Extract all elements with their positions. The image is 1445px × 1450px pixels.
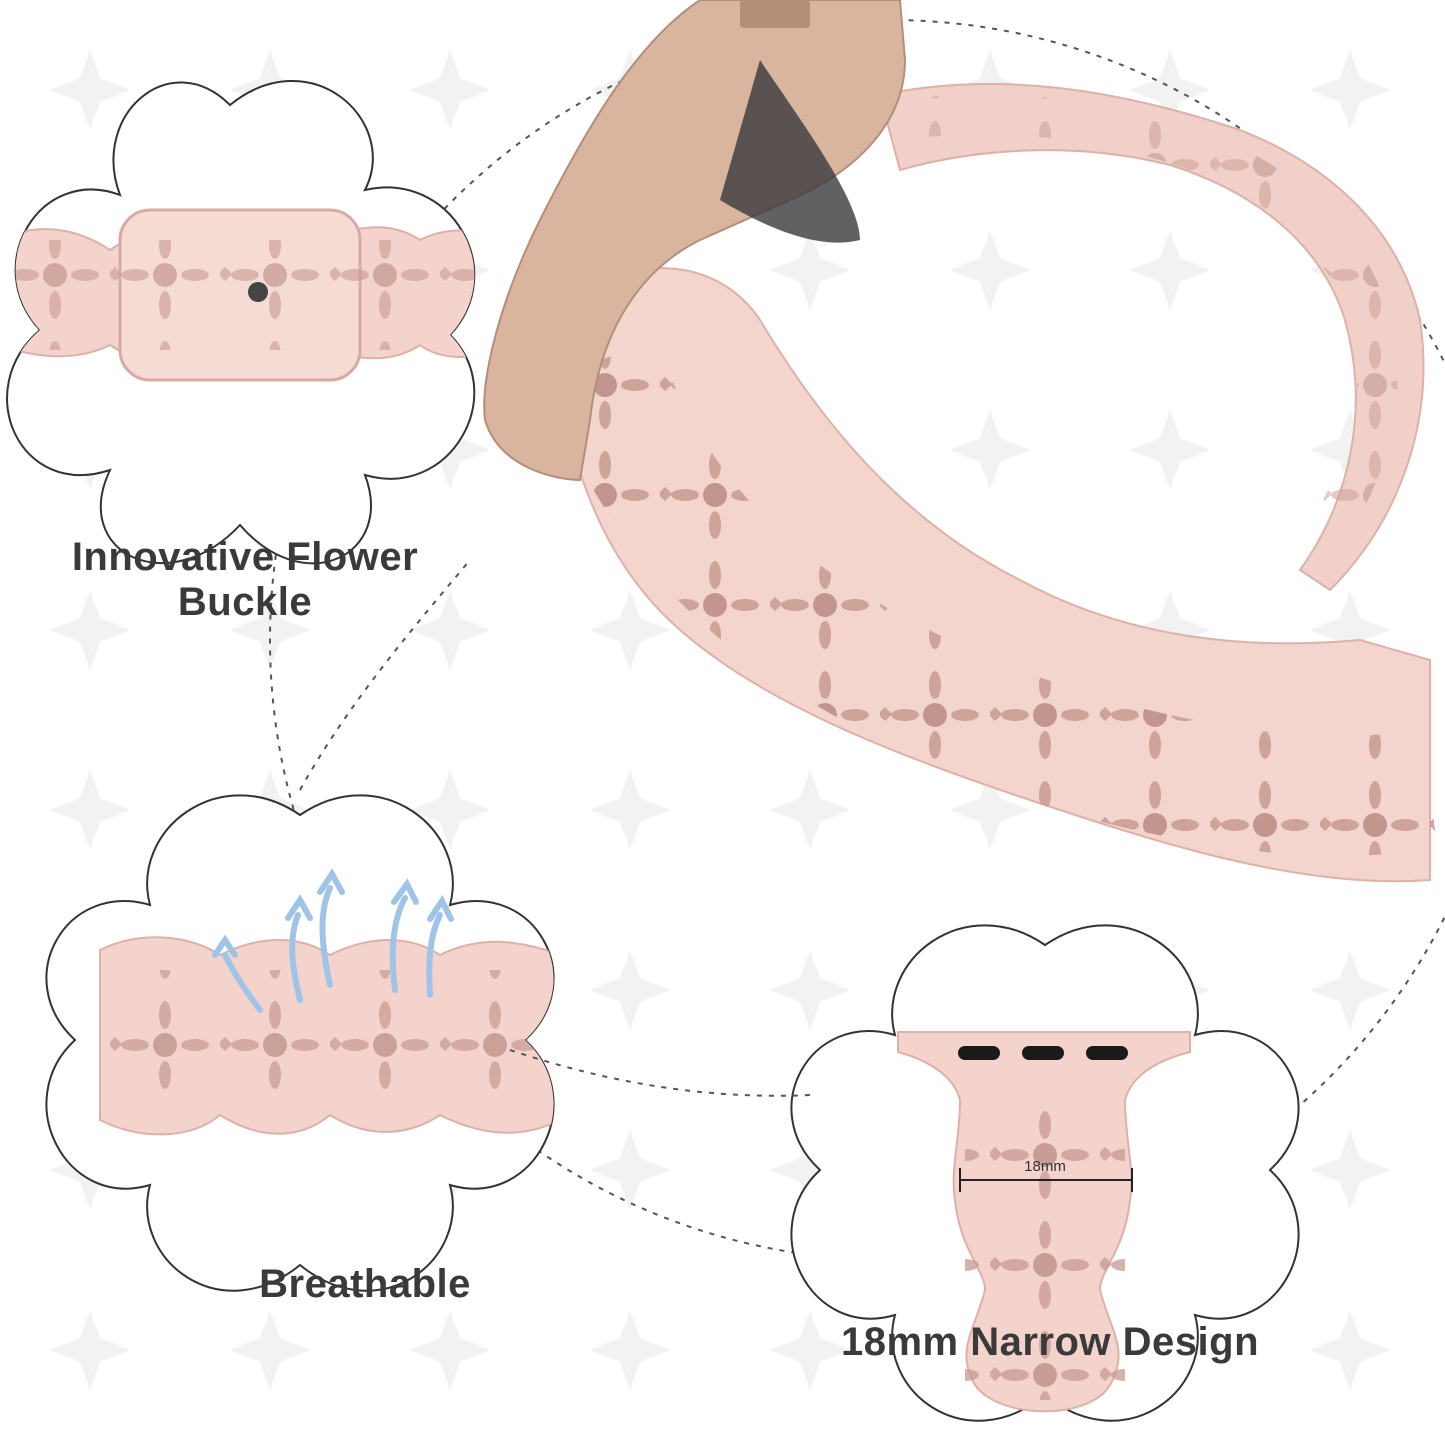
dashed-connector [299,559,471,791]
width-measurement-label: 18mm [1024,1158,1066,1175]
buckle-caption-line1: Innovative Flower [71,535,419,579]
breathable-quatrefoil [45,794,555,1292]
dashed-connector [509,1049,811,1097]
airflow-arrows-icon [212,868,454,1013]
watch-band-photo [483,0,1438,883]
buckle-caption: Innovative Flower Buckle [40,535,450,625]
buckle-pin [248,282,268,302]
narrow-design-caption: 18mm Narrow Design [840,1320,1260,1364]
buckle-caption-line2: Buckle [177,579,313,624]
breathable-caption: Breathable [259,1262,471,1306]
connector-slot [1022,1046,1064,1060]
buckle-quatrefoil [6,80,476,565]
connector-slot [958,1046,1000,1060]
connector-slot [1086,1046,1128,1060]
narrow-design-quatrefoil [790,924,1300,1422]
width-measure-line [959,1168,1133,1192]
